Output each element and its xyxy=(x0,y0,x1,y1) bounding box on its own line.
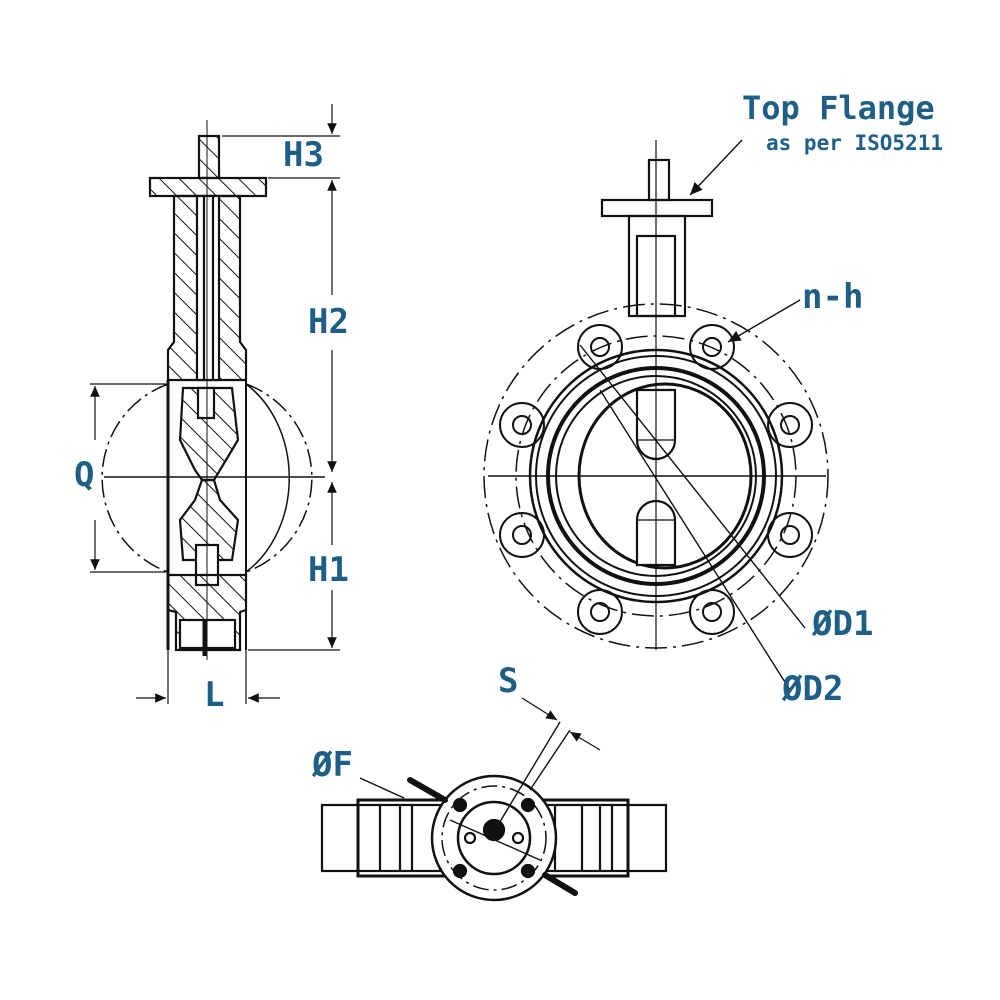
dimension-h2: H2 xyxy=(308,302,349,342)
dimension-n-h: n-h xyxy=(802,277,864,317)
dimension-d1: ØD1 xyxy=(812,604,874,644)
dimension-q: Q xyxy=(74,455,95,495)
dimension-d2: ØD2 xyxy=(782,669,844,709)
dimension-h3: H3 xyxy=(283,135,324,175)
top-flange-title: Top Flange xyxy=(742,89,935,127)
top-view xyxy=(320,697,668,902)
dimension-h1: H1 xyxy=(308,550,349,590)
side-section-view xyxy=(90,104,340,704)
front-view xyxy=(483,139,829,691)
dimension-l: L xyxy=(204,675,225,715)
dimension-f: ØF xyxy=(312,745,353,785)
dimension-s: S xyxy=(498,661,519,701)
top-flange-subtitle: as per ISO5211 xyxy=(766,131,944,155)
